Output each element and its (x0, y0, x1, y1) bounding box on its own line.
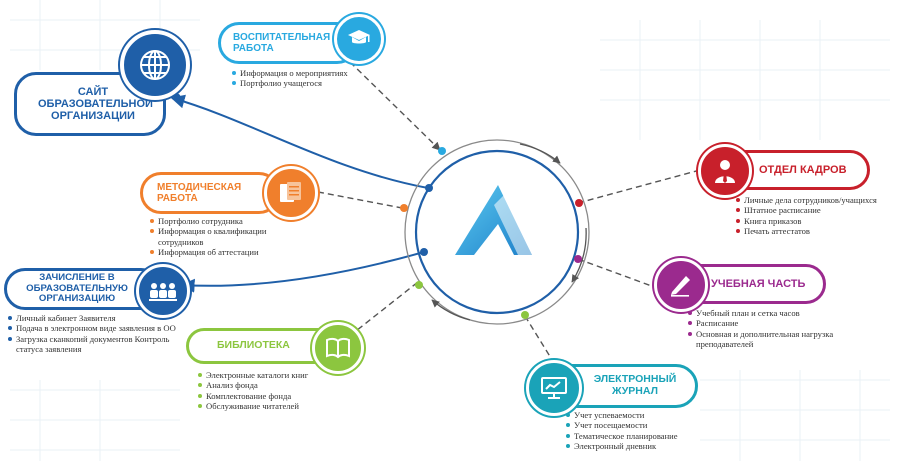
list-item: Книга приказов (736, 216, 898, 226)
list-item: Комплектование фонда (198, 391, 368, 401)
list-item: Основная и дополнительная нагрузка препо… (688, 329, 848, 350)
zhurnal-icon-circle (526, 360, 582, 416)
list-item: Расписание (688, 318, 848, 328)
solid-arrows (170, 94, 429, 293)
biblioteka-list: Электронные каталоги книг Анализ фонда К… (198, 370, 368, 412)
pen-icon (671, 276, 690, 297)
zachislenie-title: ЗАЧИСЛЕНИЕ В ОБРАЗОВАТЕЛЬНУЮ ОРГАНИЗАЦИЮ (26, 271, 128, 305)
graduation-cap-icon (348, 30, 370, 44)
list-item: Электронный дневник (566, 441, 726, 451)
list-item: Портфолио сотрудника (150, 216, 310, 226)
background-grid (10, 0, 890, 461)
kadry-icon-circle (698, 144, 752, 198)
list-item: Загрузка сканкопий документов Контроль с… (8, 334, 178, 355)
biblioteka-icon-circle (312, 322, 364, 374)
zachislenie-list: Личный кабинет Заявителя Подача в электр… (8, 313, 178, 355)
kadry-list: Личные дела сотрудников/учащихся Штатное… (736, 195, 898, 237)
list-item: Информация о квалификации сотрудников (150, 226, 310, 247)
list-item: Подача в электронном виде заявления в ОО (8, 323, 178, 333)
list-item: Обслуживание читателей (198, 401, 368, 411)
dashed-connectors (317, 61, 701, 377)
uchebnaya-title: УЧЕБНАЯ ЧАСТЬ (711, 277, 806, 290)
list-item: Электронные каталоги книг (198, 370, 368, 380)
zhurnal-list: Учет успеваемости Учет посещаемости Тема… (566, 410, 726, 452)
zachislenie-icon-circle (136, 264, 190, 318)
metod-title: МЕТОДИЧЕСКАЯ РАБОТА (157, 181, 242, 204)
triangle-logo-icon (455, 185, 532, 255)
list-item: Личный кабинет Заявителя (8, 313, 178, 323)
list-item: Информация о мероприятиях (232, 68, 382, 78)
uchebnaya-icon-circle (654, 258, 708, 312)
list-item: Учет успеваемости (566, 410, 726, 420)
biblioteka-box: БИБЛИОТЕКА (186, 328, 336, 364)
people-icon (149, 283, 177, 301)
metod-box: МЕТОДИЧЕСКАЯ РАБОТА (140, 172, 280, 214)
list-item: Информация об аттестации (150, 247, 310, 257)
zachislenie-box: ЗАЧИСЛЕНИЕ В ОБРАЗОВАТЕЛЬНУЮ ОРГАНИЗАЦИЮ (4, 268, 162, 310)
uchebnaya-list: Учебный план и сетка часов Расписание Ос… (688, 308, 848, 350)
list-item: Анализ фонда (198, 380, 368, 390)
vospit-box: ВОСПИТАТЕЛЬНАЯ РАБОТА (218, 22, 358, 64)
hub-dots (173, 93, 583, 319)
site-icon-circle (120, 30, 190, 100)
vospit-list: Информация о мероприятиях Портфолио учащ… (232, 68, 382, 89)
globe-icon (140, 50, 170, 80)
book-icon (326, 337, 350, 359)
metod-icon-circle (264, 166, 318, 220)
monitor-icon (541, 377, 567, 399)
documents-icon (280, 182, 301, 202)
vospit-title: ВОСПИТАТЕЛЬНАЯ РАБОТА (233, 31, 331, 54)
person-icon (715, 160, 735, 183)
list-item: Учебный план и сетка часов (688, 308, 848, 318)
zhurnal-title: ЭЛЕКТРОННЫЙ ЖУРНАЛ (593, 373, 677, 397)
site-title: САЙТ ОБРАЗОВАТЕЛЬНОЙ ОРГАНИЗАЦИИ (38, 85, 153, 123)
metod-list: Портфолио сотрудника Информация о квалиф… (150, 216, 310, 258)
list-item: Портфолио учащегося (232, 78, 382, 88)
kadry-title: ОТДЕЛ КАДРОВ (759, 163, 847, 176)
list-item: Штатное расписание (736, 205, 898, 215)
biblioteka-title: БИБЛИОТЕКА (217, 339, 290, 352)
list-item: Тематическое планирование (566, 431, 726, 441)
list-item: Учет посещаемости (566, 420, 726, 430)
list-item: Печать аттестатов (736, 226, 898, 236)
list-item: Личные дела сотрудников/учащихся (736, 195, 898, 205)
vospit-icon-circle (334, 14, 384, 64)
central-hub (404, 139, 590, 325)
